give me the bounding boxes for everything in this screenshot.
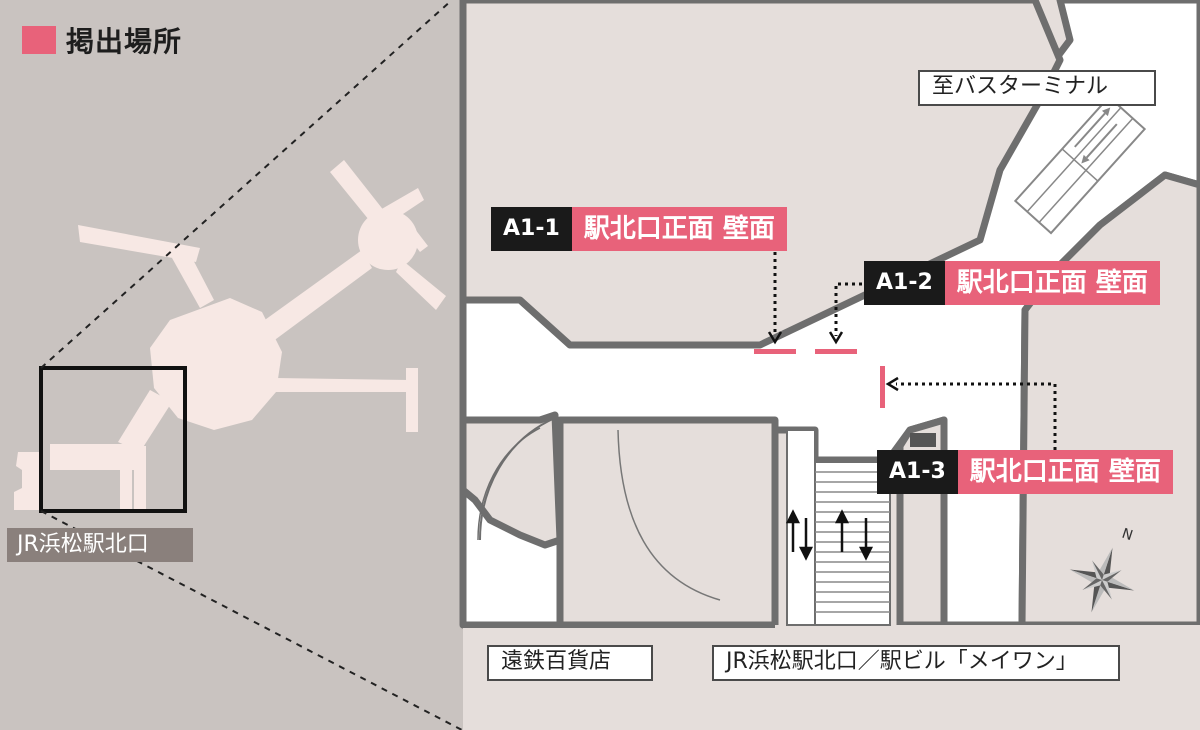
facade-curve — [479, 417, 556, 541]
projection-line-top — [40, 0, 453, 369]
building-north — [459, 0, 1064, 349]
escalator-arrows — [785, 509, 874, 561]
legend: 掲出場所 — [22, 20, 182, 60]
overview-station-label: JR浜松駅北口 — [7, 528, 193, 562]
building-south-center — [556, 416, 779, 629]
location-tag-a1-3: A1-3 駅北口正面 壁面 — [877, 450, 1173, 494]
compass-icon — [1069, 547, 1135, 613]
location-name: 駅北口正面 壁面 — [571, 207, 787, 251]
leader-arrowheads — [767, 331, 899, 392]
bus-terminal-label: 至バスターミナル — [918, 70, 1156, 106]
location-code: A1-1 — [491, 207, 572, 251]
location-name: 駅北口正面 壁面 — [944, 261, 1160, 305]
building-department — [459, 411, 564, 549]
bus-terminal-stairs — [1013, 95, 1147, 235]
marker-a1-3 — [880, 366, 885, 408]
marker-a1-2 — [815, 349, 857, 354]
detail-panel — [459, 0, 1200, 730]
escalator-left — [786, 429, 816, 626]
stairs — [814, 461, 891, 626]
location-code: A1-2 — [864, 261, 945, 305]
legend-swatch — [22, 26, 56, 54]
station-building-label: JR浜松駅北口／駅ビル「メイワン」 — [712, 645, 1120, 681]
stair-steps — [815, 471, 890, 613]
location-code: A1-3 — [877, 450, 958, 494]
legend-label: 掲出場所 — [66, 25, 183, 58]
leader-lines — [773, 252, 1057, 450]
marker-a1-1 — [754, 349, 796, 354]
elevator-block — [910, 433, 936, 447]
location-tag-a1-1: A1-1 駅北口正面 壁面 — [491, 207, 787, 251]
zoom-box — [39, 366, 187, 513]
department-store-label: 遠鉄百貨店 — [487, 645, 653, 681]
location-tag-a1-2: A1-2 駅北口正面 壁面 — [864, 261, 1160, 305]
location-name: 駅北口正面 壁面 — [957, 450, 1173, 494]
